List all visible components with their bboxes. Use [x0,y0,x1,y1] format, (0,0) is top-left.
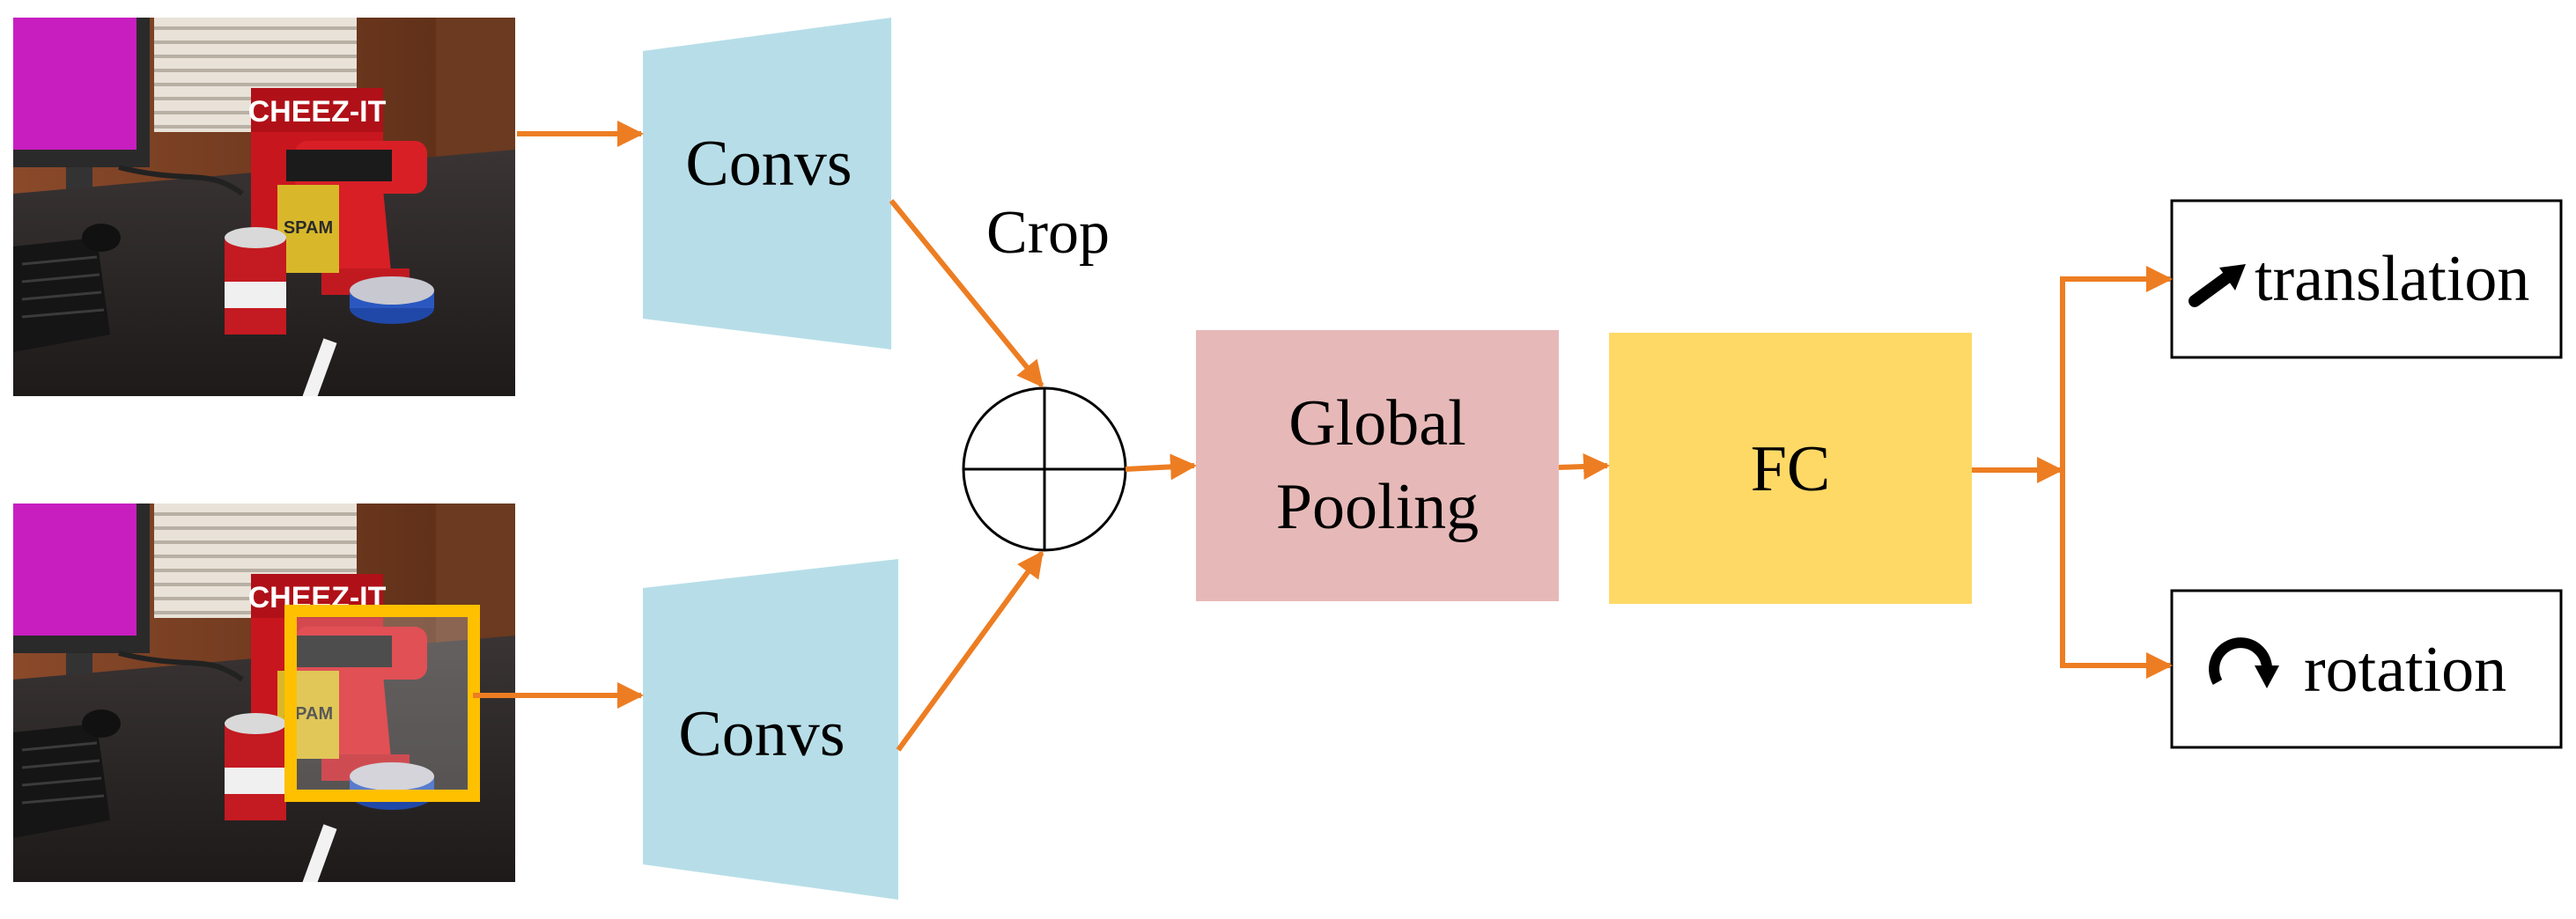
rotation-output: rotation [2170,589,2563,749]
translation-label: translation [2255,243,2529,315]
top-convs-encoder: Convs [643,18,891,349]
top-spam-text: SPAM [284,218,333,238]
fc-label: FC [1751,433,1831,505]
crop-label: Crop [986,199,1110,267]
pooling-label-line1: Global [1288,387,1465,460]
global-pooling-block: Global Pooling [1196,330,1559,601]
bottom-convs-label: Convs [678,698,845,770]
arrow-pooling-to-fc [1558,452,1610,480]
bottom-convs-encoder: Convs [643,559,898,900]
top-input-image: CHEEZ-IT SPAM [13,18,515,401]
translation-output: translation [2170,199,2563,359]
arrow-sum-to-pooling [1125,453,1197,481]
arrow-bottom-convs-to-sum [896,550,1044,752]
arrow-top-convs-to-sum [889,199,1044,388]
top-convs-label: Convs [685,128,852,200]
top-cheezit-text: CHEEZ-IT [248,95,387,129]
sum-node [962,386,1127,552]
arrow-branch-to-rotation [2060,470,2173,679]
rotation-label: rotation [2304,634,2506,706]
bottom-input-image: CHEEZ-IT SPAM [13,504,515,887]
arrow-branch-to-translation [2060,266,2173,662]
crop-box [284,605,480,802]
fc-block: FC [1609,333,1972,604]
clockwise-arc-arrow-icon [2209,637,2279,688]
pooling-label-line2: Pooling [1276,471,1479,543]
arrow-up-right-icon [2188,264,2246,307]
connector-arrows [473,121,2173,752]
